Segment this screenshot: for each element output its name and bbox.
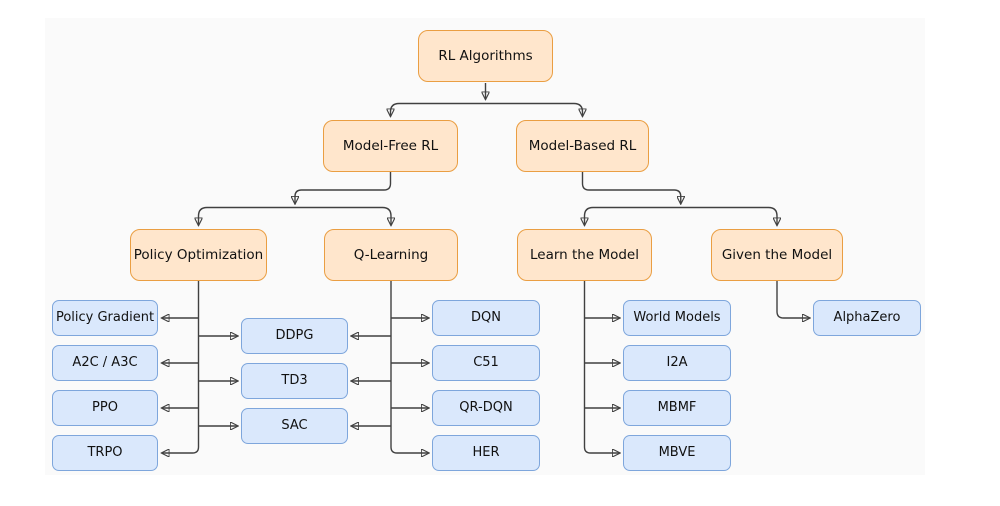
- node-model-based-rl: Model-Based RL: [516, 120, 649, 172]
- edge-rail-model-based-children: [585, 206, 778, 226]
- node-label: AlphaZero: [833, 309, 901, 325]
- node-label: SAC: [281, 417, 308, 433]
- edge-rail-model-free-children: [199, 206, 392, 226]
- node-model-free-rl: Model-Free RL: [323, 120, 458, 172]
- node-dqn: DQN: [432, 300, 540, 336]
- node-ddpg: DDPG: [241, 318, 348, 354]
- node-label: A2C / A3C: [72, 354, 138, 370]
- node-given-the-model: Given the Model: [711, 229, 843, 281]
- node-rl-algorithms: RL Algorithms: [418, 30, 553, 82]
- edge-model-free-to-rail: [295, 172, 392, 204]
- edge-policy-opt-trunk-to-trpo: [162, 281, 200, 453]
- node-label: RL Algorithms: [438, 47, 533, 64]
- node-her: HER: [432, 435, 540, 471]
- node-label: TRPO: [87, 444, 123, 460]
- edge-rail-level2: [391, 102, 583, 117]
- node-label: MBVE: [658, 444, 696, 460]
- node-label: Q-Learning: [353, 246, 429, 263]
- node-label: DQN: [471, 309, 501, 325]
- node-label: Learn the Model: [529, 246, 639, 263]
- node-policy-gradient: Policy Gradient: [52, 300, 158, 336]
- node-label: DDPG: [275, 327, 314, 343]
- node-a2c-a3c: A2C / A3C: [52, 345, 158, 381]
- node-label: Policy Gradient: [55, 309, 155, 325]
- node-ppo: PPO: [52, 390, 158, 426]
- node-label: I2A: [666, 354, 688, 370]
- node-mbve: MBVE: [623, 435, 731, 471]
- edge-model-based-to-rail: [581, 172, 681, 204]
- edge-given-model-to-alphazero: [776, 281, 810, 318]
- node-label: Model-Free RL: [342, 137, 439, 154]
- edge-learn-model-trunk-to-mbve: [583, 281, 620, 453]
- node-label: C51: [473, 354, 499, 370]
- node-c51: C51: [432, 345, 540, 381]
- edge-q-learning-trunk-to-her: [390, 281, 429, 453]
- node-q-learning: Q-Learning: [324, 229, 458, 281]
- node-td3: TD3: [241, 363, 348, 399]
- node-mbmf: MBMF: [623, 390, 731, 426]
- node-policy-optimization: Policy Optimization: [130, 229, 267, 281]
- node-label: Given the Model: [721, 246, 833, 263]
- node-label: PPO: [92, 399, 118, 415]
- node-label: World Models: [633, 309, 721, 325]
- node-trpo: TRPO: [52, 435, 158, 471]
- node-label: QR-DQN: [459, 399, 513, 415]
- node-label: Policy Optimization: [133, 246, 264, 263]
- node-world-models: World Models: [623, 300, 731, 336]
- node-qr-dqn: QR-DQN: [432, 390, 540, 426]
- node-i2a: I2A: [623, 345, 731, 381]
- node-label: Model-Based RL: [528, 137, 637, 154]
- node-alphazero: AlphaZero: [813, 300, 921, 336]
- node-learn-the-model: Learn the Model: [517, 229, 652, 281]
- node-label: MBMF: [657, 399, 697, 415]
- node-label: HER: [472, 444, 500, 460]
- node-label: TD3: [281, 372, 308, 388]
- node-sac: SAC: [241, 408, 348, 444]
